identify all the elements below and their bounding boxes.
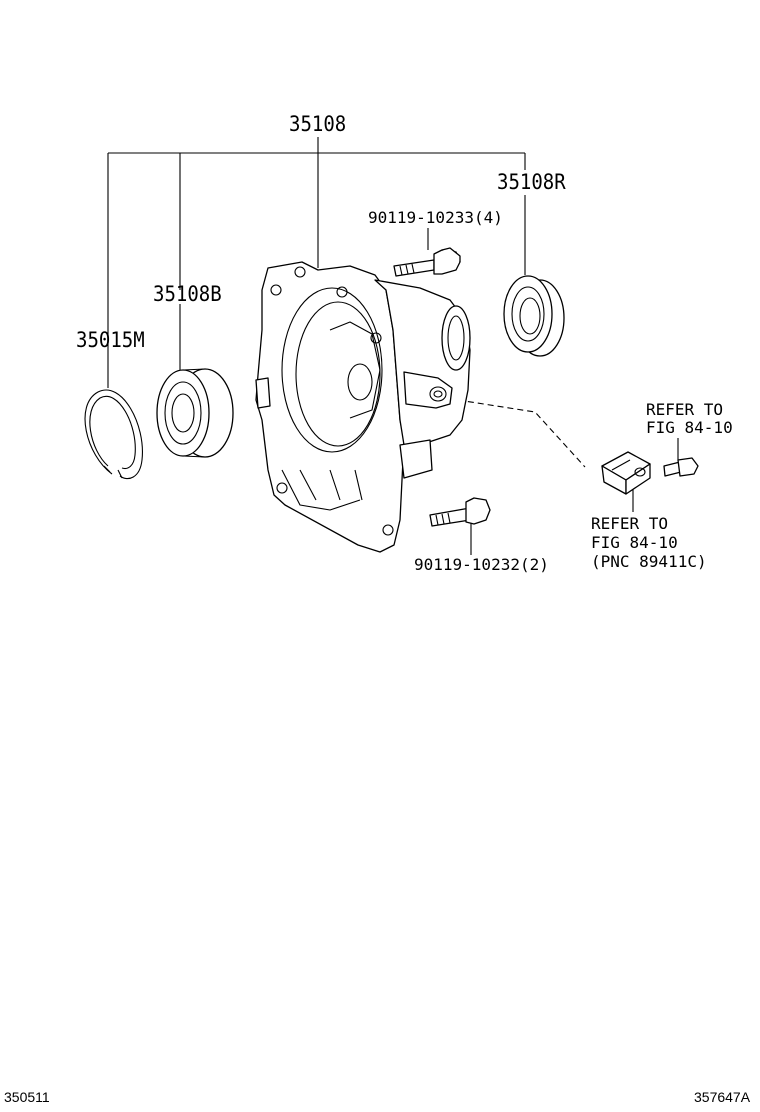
label-bolt-bottom: 90119-10232(2) [414,555,549,574]
small-bolt-part [663,457,699,477]
label-refer-small-line1: REFER TO [646,400,724,419]
label-bearing: 35108B [153,281,222,307]
label-refer-small-line2: FIG 84-10 [646,418,733,437]
bolt-top-part [393,247,461,277]
bolt-bottom-part [429,497,491,527]
label-refer-sensor-line2: FIG 84-10 [591,533,678,552]
snap-ring-part [84,389,143,480]
label-main-part: 35108 [289,111,347,137]
label-bolt-top: 90119-10233(4) [368,208,503,227]
label-refer-sensor-line1: REFER TO [591,514,669,533]
oil-seal-part [503,275,565,357]
housing-part [255,261,471,553]
footer-right-code: 357647A [694,1089,751,1105]
bearing-part [156,368,234,458]
speed-sensor-part [601,451,651,495]
label-refer-sensor-line3: (PNC 89411C) [591,552,707,571]
label-seal: 35108R [497,169,566,195]
label-snap-ring: 35015M [76,327,145,353]
footer-left-code: 350511 [4,1089,50,1105]
